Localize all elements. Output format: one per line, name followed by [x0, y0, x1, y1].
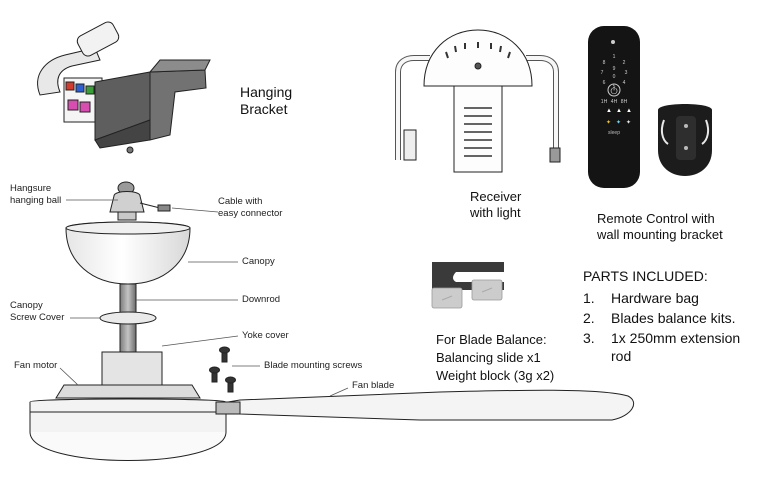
parts-item: 1. Hardware bag [583, 289, 761, 307]
remote-brand-label: sleep [608, 130, 620, 136]
hangsure-label: Hangsure hanging ball [10, 183, 62, 206]
hanging-bracket-illustration [37, 21, 211, 154]
parts-item-text: 1x 250mm extension rod [611, 330, 741, 364]
parts-item-text: Hardware bag [611, 290, 699, 306]
balance-kit-illustration [431, 262, 504, 309]
remote-key-label: 5 [613, 84, 616, 90]
bracket-title: Hanging Bracket [240, 84, 293, 117]
cable-label: Cable with easy connector [218, 196, 283, 219]
svg-text:⏻: ⏻ [610, 86, 617, 96]
parts-title: PARTS INCLUDED: [583, 268, 708, 284]
parts-item-number: 2. [583, 310, 595, 326]
remote-timer-label: 8H [621, 99, 628, 105]
remote-key-label: 1 [613, 54, 616, 60]
fan-motor-label: Fan motor [14, 360, 58, 371]
receiver-caption: Receiver with light [470, 189, 522, 220]
remote-key-label: 6 [603, 80, 606, 86]
remote-timer-label: 4H [611, 99, 618, 105]
parts-item: 2. Blades balance kits. [583, 309, 761, 327]
parts-item-text: Blades balance kits. [611, 310, 736, 326]
parts-item: 3. 1x 250mm extension rod [583, 329, 761, 365]
svg-text:▲: ▲ [626, 108, 632, 114]
remote-key-label: 9 [613, 66, 616, 72]
canopy-cover-label: Canopy Screw Cover [10, 300, 65, 323]
remote-key-label: 4 [623, 80, 626, 86]
remote-key-label: 8 [603, 60, 606, 66]
receiver-illustration [395, 29, 561, 173]
svg-text:▲: ▲ [606, 108, 612, 114]
parts-item-number: 3. [583, 330, 595, 346]
balance-caption: For Blade Balance: Balancing slide x1 We… [436, 332, 555, 383]
canopy-label: Canopy [242, 256, 275, 267]
svg-text:✦: ✦ [606, 119, 611, 126]
remote-key-label: 2 [623, 60, 626, 66]
remote-key-label: 7 [601, 70, 604, 76]
ceiling-fan-illustration [29, 181, 634, 461]
downrod-label: Downrod [242, 294, 281, 305]
parts-item-number: 1. [583, 290, 595, 306]
svg-text:✦: ✦ [626, 119, 631, 126]
remote-key-label: 3 [625, 70, 628, 76]
svg-text:▲: ▲ [616, 108, 622, 114]
remote-caption: Remote Control with wall mounting bracke… [597, 211, 723, 242]
remote-key-label: 0 [613, 74, 616, 80]
svg-text:✦: ✦ [616, 119, 621, 126]
blade-screws-label: Blade mounting screws [264, 360, 363, 371]
remote-timer-label: 1H [601, 99, 608, 105]
yoke-cover-label: Yoke cover [242, 330, 289, 341]
fan-blade-label: Fan blade [352, 380, 395, 391]
parts-list: 1. Hardware bag 2. Blades balance kits. … [583, 289, 761, 367]
